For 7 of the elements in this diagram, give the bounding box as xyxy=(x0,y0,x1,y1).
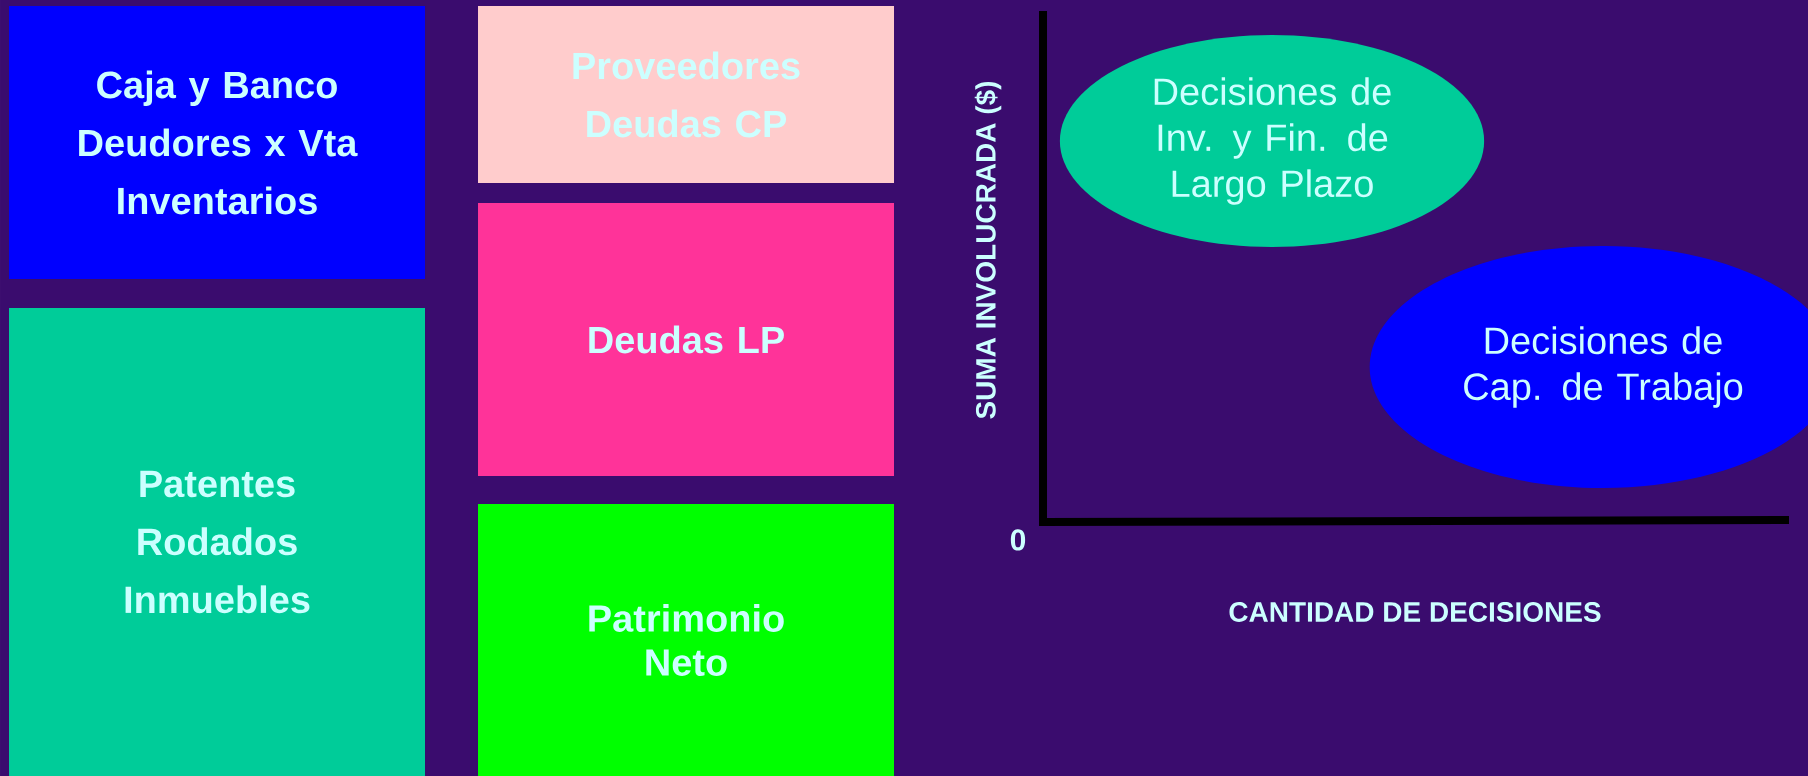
axis-tick-label: 0 xyxy=(1010,529,1026,551)
balance-box: Patentes Rodados Inmuebles xyxy=(9,308,425,776)
axis-label: CANTIDAD DE DECISIONES xyxy=(1229,602,1601,622)
balance-box: Caja y Banco Deudores x Vta Inventarios xyxy=(9,6,425,279)
balance-box: Patrimonio Neto xyxy=(478,504,894,776)
axis-label: SUMA INVOLUCRADA ($) xyxy=(974,81,1002,419)
balance-box: Deudas LP xyxy=(478,203,894,476)
